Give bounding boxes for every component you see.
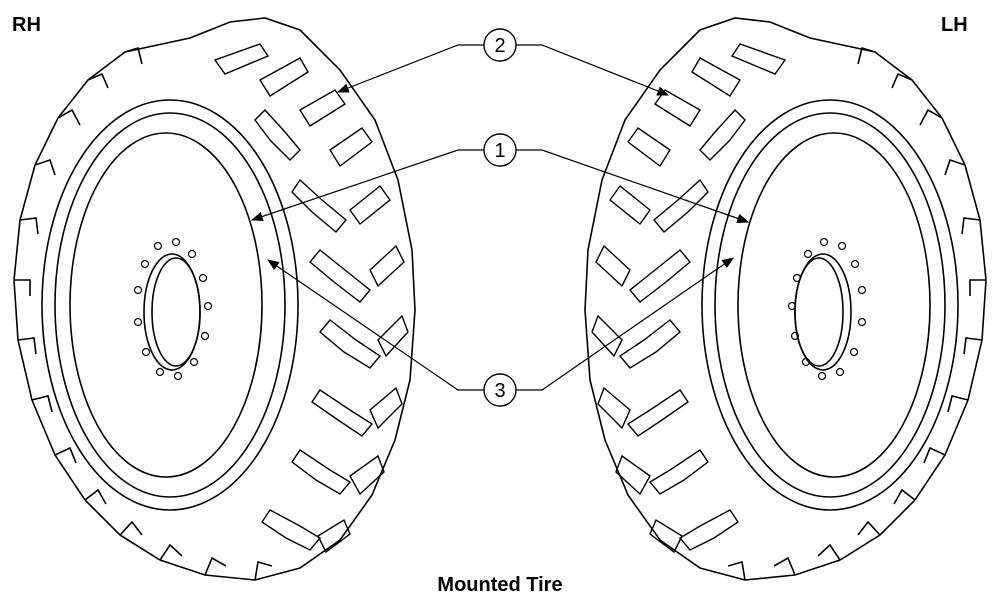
- lh-rim-inner: [714, 112, 946, 498]
- callout-2-number: 2: [494, 35, 505, 57]
- callout-3-number: 3: [494, 380, 505, 402]
- leader-2-left: [336, 44, 484, 93]
- leader-2-right: [516, 44, 670, 96]
- lh-tread-notches: [727, 46, 986, 581]
- leader-3-right: [516, 257, 734, 391]
- rh-tire-outline: [13, 17, 416, 581]
- lh-bolt-holes: [787, 237, 867, 381]
- callout-3: 3: [483, 373, 517, 407]
- leader-3-left: [267, 259, 484, 391]
- callout-2: 2: [483, 28, 517, 62]
- lh-rim-disc: [737, 132, 931, 478]
- rh-rim-outer: [41, 99, 299, 511]
- rh-tread-lugs: [213, 43, 409, 554]
- rh-bolt-holes: [133, 237, 213, 381]
- rh-tire: [13, 17, 416, 581]
- lh-label: LH: [941, 14, 968, 36]
- rh-tread-notches: [14, 46, 273, 581]
- rh-label: RH: [12, 14, 41, 36]
- callout-1: 1: [483, 133, 517, 167]
- callout-2-circle: [483, 28, 517, 62]
- lh-tire: [584, 17, 987, 581]
- callout-leaders: [250, 44, 750, 391]
- callout-1-number: 1: [494, 140, 505, 162]
- lh-tire-outline: [584, 17, 987, 581]
- diagram-caption: Mounted Tire: [437, 574, 563, 596]
- leader-1-left: [250, 149, 484, 222]
- rh-hub-inner: [151, 257, 201, 367]
- rh-rim-inner: [54, 112, 286, 498]
- rh-rim-disc: [69, 132, 263, 478]
- leader-1-right: [516, 149, 750, 223]
- callout-1-circle: [483, 133, 517, 167]
- lh-tread-lugs: [591, 43, 787, 554]
- callout-3-circle: [483, 373, 517, 407]
- lh-rim-outer: [701, 99, 959, 511]
- lh-hub-inner: [794, 257, 844, 367]
